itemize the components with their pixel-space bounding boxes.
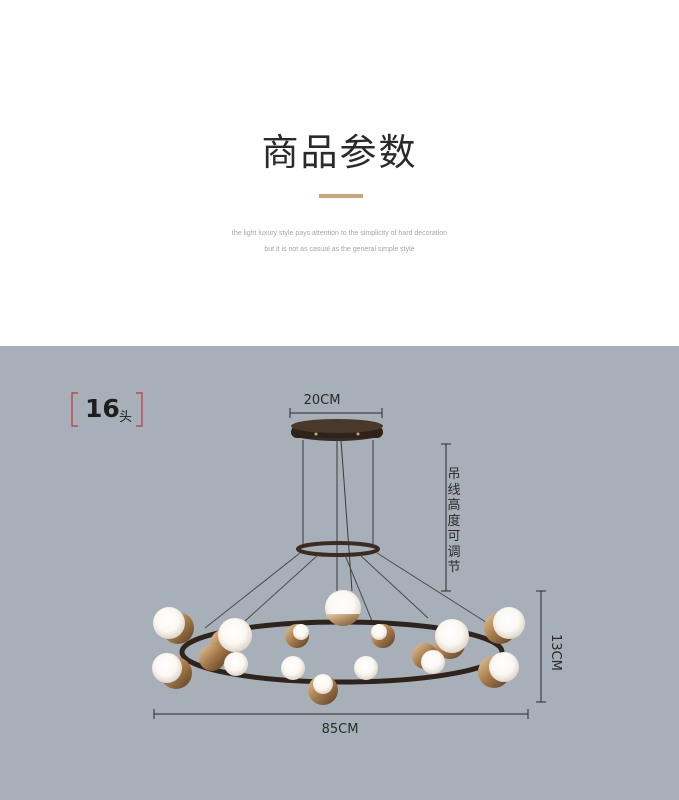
upper-ring — [296, 541, 380, 557]
suspension-wires — [302, 439, 374, 616]
ring-diameter-label: 85CM — [321, 722, 359, 737]
page-title: 商品参数 — [261, 131, 418, 174]
ring-height-label: 13CM — [548, 634, 563, 671]
globe — [325, 590, 361, 627]
canopy-width-label: 20CM — [303, 393, 341, 408]
subtitle-line-2: but it is not as casual as the general s… — [264, 246, 415, 253]
globe — [478, 652, 519, 688]
ceiling-canopy — [291, 419, 383, 441]
globe — [285, 624, 309, 648]
globe — [435, 619, 469, 659]
light-globes — [152, 590, 525, 705]
heads-count-badge: 16 头 — [71, 392, 143, 426]
subtitle-line-1: the light luxury style pays attention to… — [231, 230, 448, 237]
ring-height-label-wrap: 13CM — [535, 620, 575, 671]
globe — [371, 624, 395, 648]
globe — [153, 607, 194, 644]
globe — [354, 656, 378, 680]
header-section: 商品参数 the light luxury style pays attenti… — [0, 0, 679, 346]
heads-count: 16 — [85, 394, 120, 423]
heads-unit: 头 — [119, 410, 133, 425]
dimension-lines — [153, 408, 546, 719]
title-divider — [319, 194, 363, 198]
chandelier-illustration — [71, 392, 546, 719]
globe — [308, 674, 338, 705]
ring-wires — [204, 552, 493, 629]
badge-brackets — [71, 392, 143, 427]
globe — [199, 645, 248, 676]
globe — [412, 643, 445, 674]
globe — [484, 607, 525, 644]
globe — [281, 656, 305, 680]
hanging-height-note: 吊线高度可调节 — [447, 467, 461, 575]
globe — [152, 653, 192, 689]
